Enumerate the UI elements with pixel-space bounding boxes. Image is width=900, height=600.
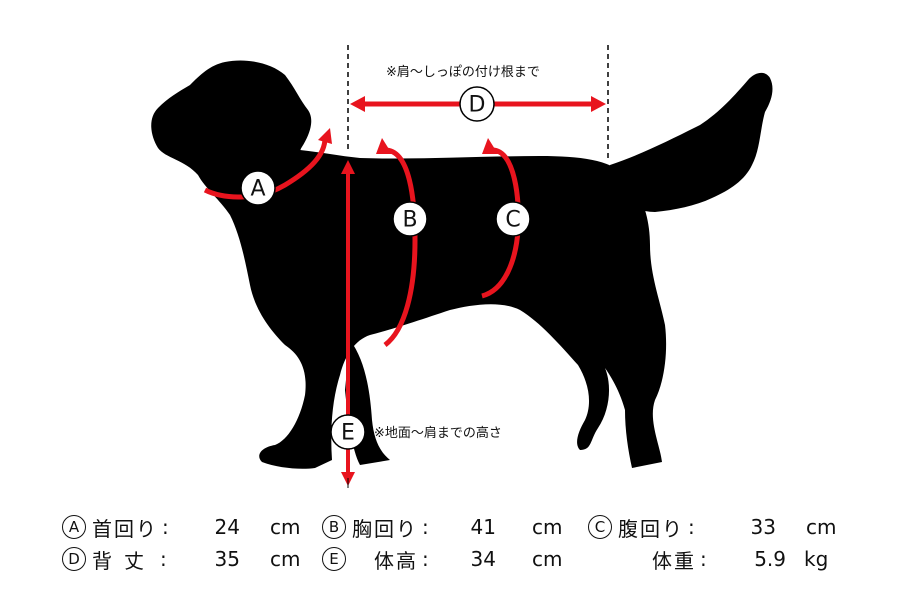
height-note: ※地面～肩までの高さ xyxy=(374,425,502,441)
svg-text:A: A xyxy=(250,177,265,202)
marker-a: A xyxy=(240,170,276,206)
measurement-value: 24 xyxy=(214,515,240,539)
measurement-name: 背丈 xyxy=(92,548,156,573)
measurement-unit: cm xyxy=(532,547,563,571)
measurement-height: E 体高 : 34 cm xyxy=(322,544,582,574)
svg-text:B: B xyxy=(402,208,417,233)
marker-e: E xyxy=(330,414,366,450)
marker-icon-e: E xyxy=(322,547,346,571)
marker-icon-d: D xyxy=(62,547,86,571)
back-length-note: ※肩～しっぽの付け根まで xyxy=(386,64,540,80)
neck-girth-arrow xyxy=(203,128,332,200)
measurement-name: 胸回り xyxy=(352,516,418,541)
chest-girth-arrow xyxy=(376,138,418,347)
separator: : xyxy=(160,547,167,571)
separator: : xyxy=(688,515,695,539)
marker-c: C xyxy=(495,201,531,237)
measurement-name: 体高 xyxy=(374,548,418,573)
separator: : xyxy=(422,547,429,571)
svg-text:D: D xyxy=(469,93,486,118)
measurement-value: 33 xyxy=(750,515,776,539)
measurement-unit: cm xyxy=(806,515,837,539)
dog-tail xyxy=(610,72,773,213)
marker-icon-b: B xyxy=(322,515,346,539)
dog-silhouette xyxy=(151,60,773,469)
measurement-belly: C 腹回り : 33 cm xyxy=(588,512,848,542)
measurement-unit: cm xyxy=(532,515,563,539)
measurement-weight: 体重 : 5.9 kg xyxy=(652,544,852,574)
measurement-back: D 背丈 : 35 cm xyxy=(62,544,322,574)
separator: : xyxy=(162,515,169,539)
svg-text:E: E xyxy=(341,421,355,446)
measurement-name: 首回り xyxy=(92,516,158,541)
measurement-value: 41 xyxy=(470,515,496,539)
measurement-unit: kg xyxy=(804,547,829,571)
measurement-legend: A 首回り : 24 cm B 胸回り : 41 cm C 腹回り : 33 c… xyxy=(0,508,900,578)
dog-body xyxy=(151,60,667,469)
marker-d: D xyxy=(459,86,495,122)
measurement-neck: A 首回り : 24 cm xyxy=(62,512,322,542)
measurement-name: 体重 xyxy=(652,548,696,573)
measurement-name: 腹回り xyxy=(618,516,684,541)
measurement-value: 5.9 xyxy=(754,547,786,571)
svg-text:C: C xyxy=(505,208,520,233)
separator: : xyxy=(422,515,429,539)
measurement-unit: cm xyxy=(270,515,301,539)
marker-icon-a: A xyxy=(62,515,86,539)
measurement-value: 34 xyxy=(470,547,496,571)
measurement-value: 35 xyxy=(214,547,240,571)
measurement-chest: B 胸回り : 41 cm xyxy=(322,512,582,542)
separator: : xyxy=(700,547,707,571)
dog-ear xyxy=(245,70,302,170)
marker-b: B xyxy=(392,201,428,237)
measurement-unit: cm xyxy=(270,547,301,571)
marker-icon-c: C xyxy=(588,515,612,539)
